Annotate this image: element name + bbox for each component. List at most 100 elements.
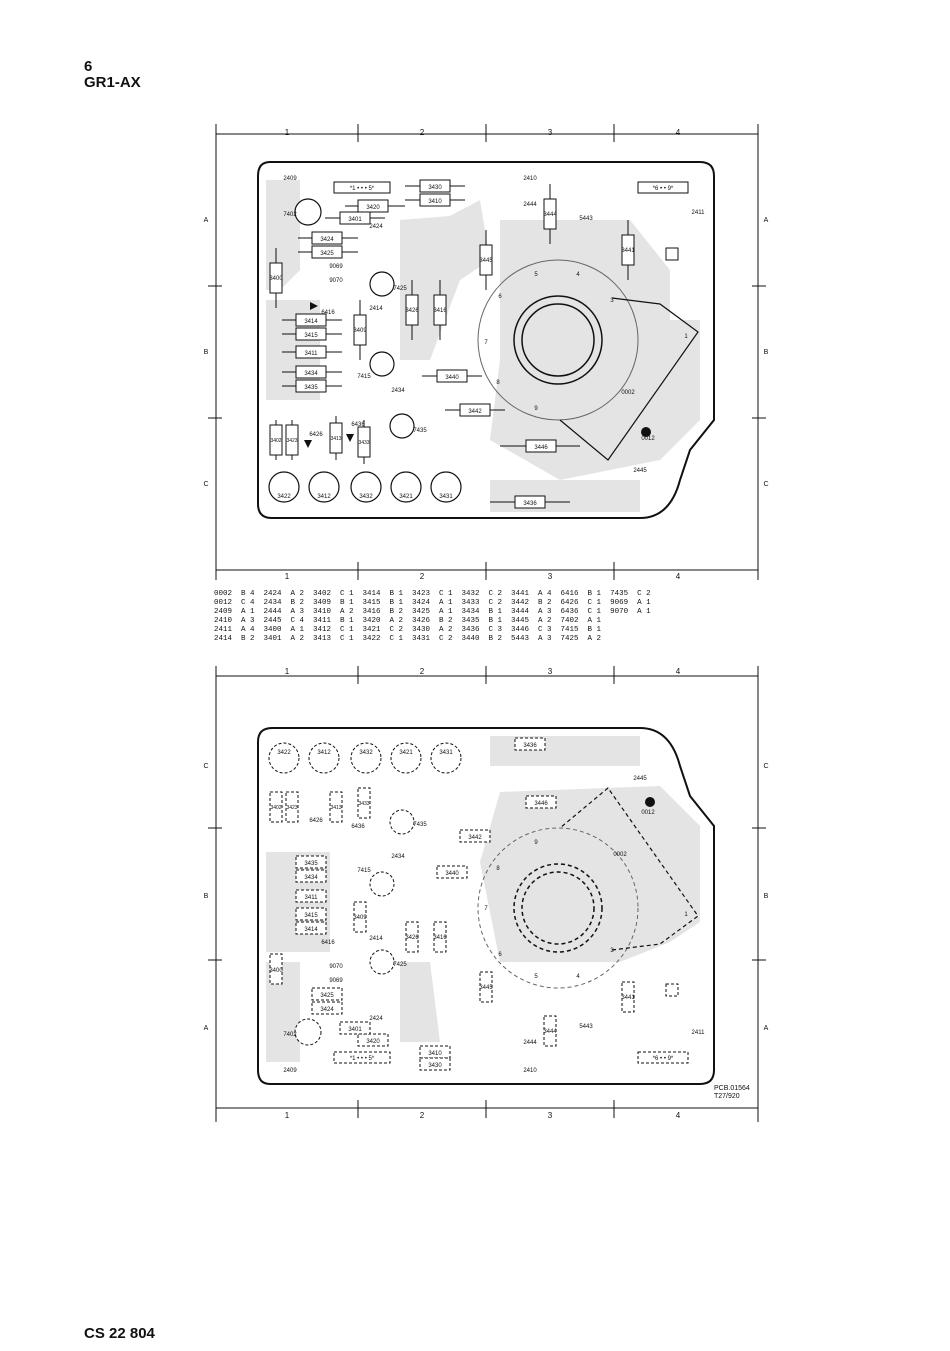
r-3435: 3435 bbox=[304, 385, 318, 391]
trim-3422: 3422 bbox=[277, 494, 291, 500]
connector-right-label: *6 • • 9* bbox=[653, 186, 674, 192]
r-3402: 3402 bbox=[270, 438, 281, 444]
switch-pos-7: 7 bbox=[484, 906, 488, 912]
row-label-right-b: B bbox=[764, 349, 769, 356]
row-label-left-a: A bbox=[204, 1025, 209, 1032]
t-7415: 7415 bbox=[357, 374, 371, 380]
r-3420: 3420 bbox=[366, 1039, 380, 1045]
col-label-top-1: 1 bbox=[285, 128, 290, 137]
switch-pos-7: 7 bbox=[484, 340, 488, 346]
col-label-bottom-3: 3 bbox=[548, 1111, 553, 1120]
row-label-right-a: A bbox=[764, 217, 769, 224]
t-7425: 7425 bbox=[393, 962, 407, 968]
row-label-left-c: C bbox=[203, 763, 208, 770]
col-label-top-1: 1 bbox=[285, 667, 290, 676]
ref-row: 0012 C 4 2434 B 2 3409 B 1 3415 B 1 3424… bbox=[214, 599, 651, 607]
connector-left-label: *1 • • • 5* bbox=[350, 1056, 375, 1062]
c-2411: 2411 bbox=[692, 210, 706, 216]
t-7435: 7435 bbox=[413, 428, 427, 434]
d-6426: 6426 bbox=[309, 432, 323, 438]
switch-pos-9: 9 bbox=[534, 406, 538, 412]
c-2424: 2424 bbox=[369, 1016, 383, 1022]
document-code: CS 22 804 bbox=[84, 1325, 155, 1342]
r-3446: 3446 bbox=[534, 445, 548, 451]
c-2410: 2410 bbox=[523, 1068, 537, 1074]
label-9069: 9069 bbox=[329, 264, 343, 270]
pcb-bottom-view: 1 2 3 4 1 2 3 4 C B A C B A *1 • • • 5* … bbox=[200, 662, 790, 1127]
r-3413: 3413 bbox=[330, 436, 341, 442]
r-3426: 3426 bbox=[405, 935, 419, 941]
r-3414: 3414 bbox=[304, 319, 318, 325]
r-3409: 3409 bbox=[353, 915, 367, 921]
r-3401: 3401 bbox=[348, 1027, 362, 1033]
col-label-top-2: 2 bbox=[420, 667, 425, 676]
trim-3421: 3421 bbox=[399, 750, 413, 756]
row-label-left-a: A bbox=[204, 217, 209, 224]
col-label-bottom-1: 1 bbox=[285, 1111, 290, 1120]
r-3420: 3420 bbox=[366, 205, 380, 211]
label-9069: 9069 bbox=[329, 978, 343, 984]
d-6416: 6416 bbox=[321, 310, 335, 316]
label-9070: 9070 bbox=[329, 278, 343, 284]
switch-pos-5: 5 bbox=[534, 974, 538, 980]
c-2434: 2434 bbox=[391, 854, 405, 860]
switch-pos-9: 9 bbox=[534, 840, 538, 846]
r-3416: 3416 bbox=[433, 935, 447, 941]
r-3425: 3425 bbox=[320, 993, 334, 999]
col-label-top-4: 4 bbox=[676, 128, 681, 137]
r-3415: 3415 bbox=[304, 913, 318, 919]
c-2444: 2444 bbox=[523, 202, 537, 208]
ref-row: 2414 B 2 3401 A 2 3413 C 1 3422 C 1 3431… bbox=[214, 635, 602, 643]
ref-row: 2411 A 4 3400 A 1 3412 C 1 3421 C 2 3430… bbox=[214, 626, 602, 634]
label-0002: 0002 bbox=[621, 390, 635, 396]
row-label-right-c: C bbox=[763, 763, 768, 770]
switch-pos-3: 3 bbox=[610, 298, 614, 304]
switch-pos-1: 1 bbox=[684, 334, 688, 340]
switch-pos-4: 4 bbox=[576, 974, 580, 980]
pcb-top-view: 1 2 3 4 1 2 3 4 A B C A B C *1 • • • 5* … bbox=[200, 120, 790, 585]
col-label-bottom-4: 4 bbox=[676, 1111, 681, 1120]
ref-row: 0002 B 4 2424 A 2 3402 C 1 3414 B 1 3423… bbox=[214, 590, 651, 598]
t-7435: 7435 bbox=[413, 822, 427, 828]
pcb-top-svg: 1 2 3 4 1 2 3 4 A B C A B C *1 • • • 5* … bbox=[203, 124, 769, 581]
row-label-right-b: B bbox=[764, 893, 769, 900]
trim-3421: 3421 bbox=[399, 494, 413, 500]
t-7402: 7402 bbox=[283, 1032, 297, 1038]
c-2424: 2424 bbox=[369, 224, 383, 230]
c-2445: 2445 bbox=[633, 776, 647, 782]
r-3423: 3423 bbox=[286, 438, 297, 444]
trim-3412: 3412 bbox=[317, 494, 331, 500]
switch-pos-3: 3 bbox=[610, 948, 614, 954]
label-5443: 5443 bbox=[579, 216, 593, 222]
label-5443: 5443 bbox=[579, 1024, 593, 1030]
label-9070: 9070 bbox=[329, 964, 343, 970]
c-2444: 2444 bbox=[523, 1040, 537, 1046]
pcb-bottom-svg: 1 2 3 4 1 2 3 4 C B A C B A *1 • • • 5* … bbox=[203, 666, 769, 1122]
col-label-bottom-2: 2 bbox=[420, 572, 425, 581]
r-3433: 3433 bbox=[358, 440, 369, 446]
r-3442: 3442 bbox=[468, 409, 482, 415]
label-0012: 0012 bbox=[641, 436, 655, 442]
r-3440: 3440 bbox=[445, 375, 459, 381]
col-label-top-3: 3 bbox=[548, 667, 553, 676]
switch-pos-4: 4 bbox=[576, 272, 580, 278]
col-label-top-2: 2 bbox=[420, 128, 425, 137]
switch-pos-8: 8 bbox=[496, 866, 500, 872]
ref-row: 2410 A 3 2445 C 4 3411 B 1 3420 A 2 3426… bbox=[214, 617, 602, 625]
r-3400: 3400 bbox=[269, 276, 283, 282]
c-2409: 2409 bbox=[283, 176, 297, 182]
model-code: GR1-AX bbox=[84, 74, 141, 91]
r-3416: 3416 bbox=[433, 308, 447, 314]
r-3445: 3445 bbox=[479, 258, 493, 264]
row-label-right-a: A bbox=[764, 1025, 769, 1032]
trim-3432: 3432 bbox=[359, 494, 373, 500]
trim-3431: 3431 bbox=[439, 494, 453, 500]
r-3424: 3424 bbox=[320, 1007, 334, 1013]
col-label-top-3: 3 bbox=[548, 128, 553, 137]
r-3423: 3423 bbox=[286, 805, 297, 811]
label-0012: 0012 bbox=[641, 810, 655, 816]
r-3436: 3436 bbox=[523, 501, 537, 507]
switch-pos-6: 6 bbox=[498, 952, 502, 958]
col-label-bottom-1: 1 bbox=[285, 572, 290, 581]
r-3415: 3415 bbox=[304, 333, 318, 339]
